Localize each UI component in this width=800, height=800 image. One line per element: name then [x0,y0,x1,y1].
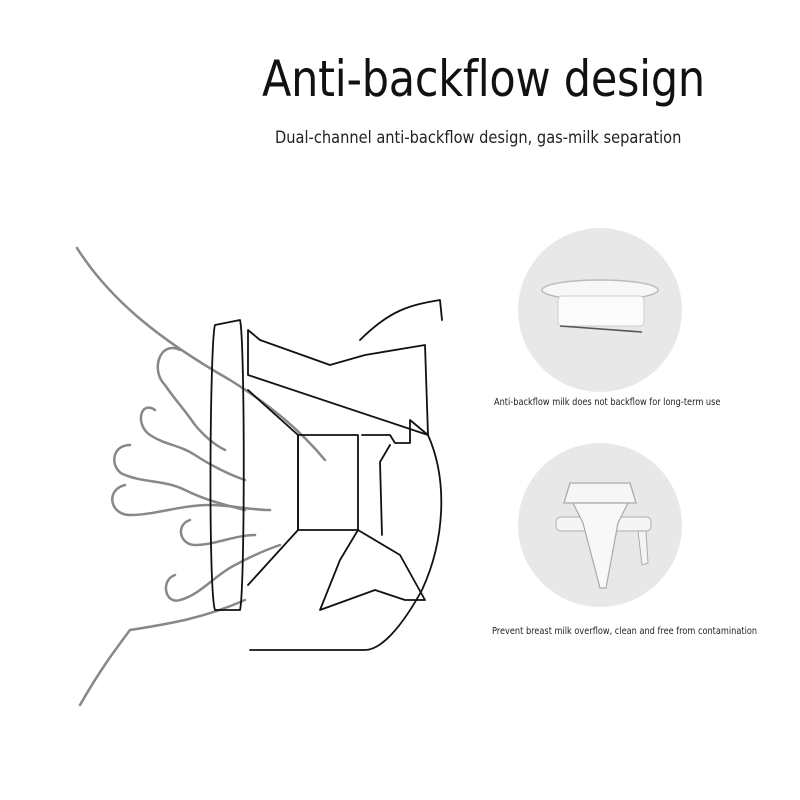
page-subtitle: Dual-channel anti-backflow design, gas-m… [275,128,682,148]
duckbill-valve-image [518,443,682,607]
breast-pump-illustration [70,230,480,720]
anti-backflow-valve-image [518,228,682,392]
feature-caption-1: Anti-backflow milk does not backflow for… [494,397,721,408]
feature-caption-2: Prevent breast milk overflow, clean and … [492,626,758,637]
page-title: Anti-backflow design [262,50,705,108]
